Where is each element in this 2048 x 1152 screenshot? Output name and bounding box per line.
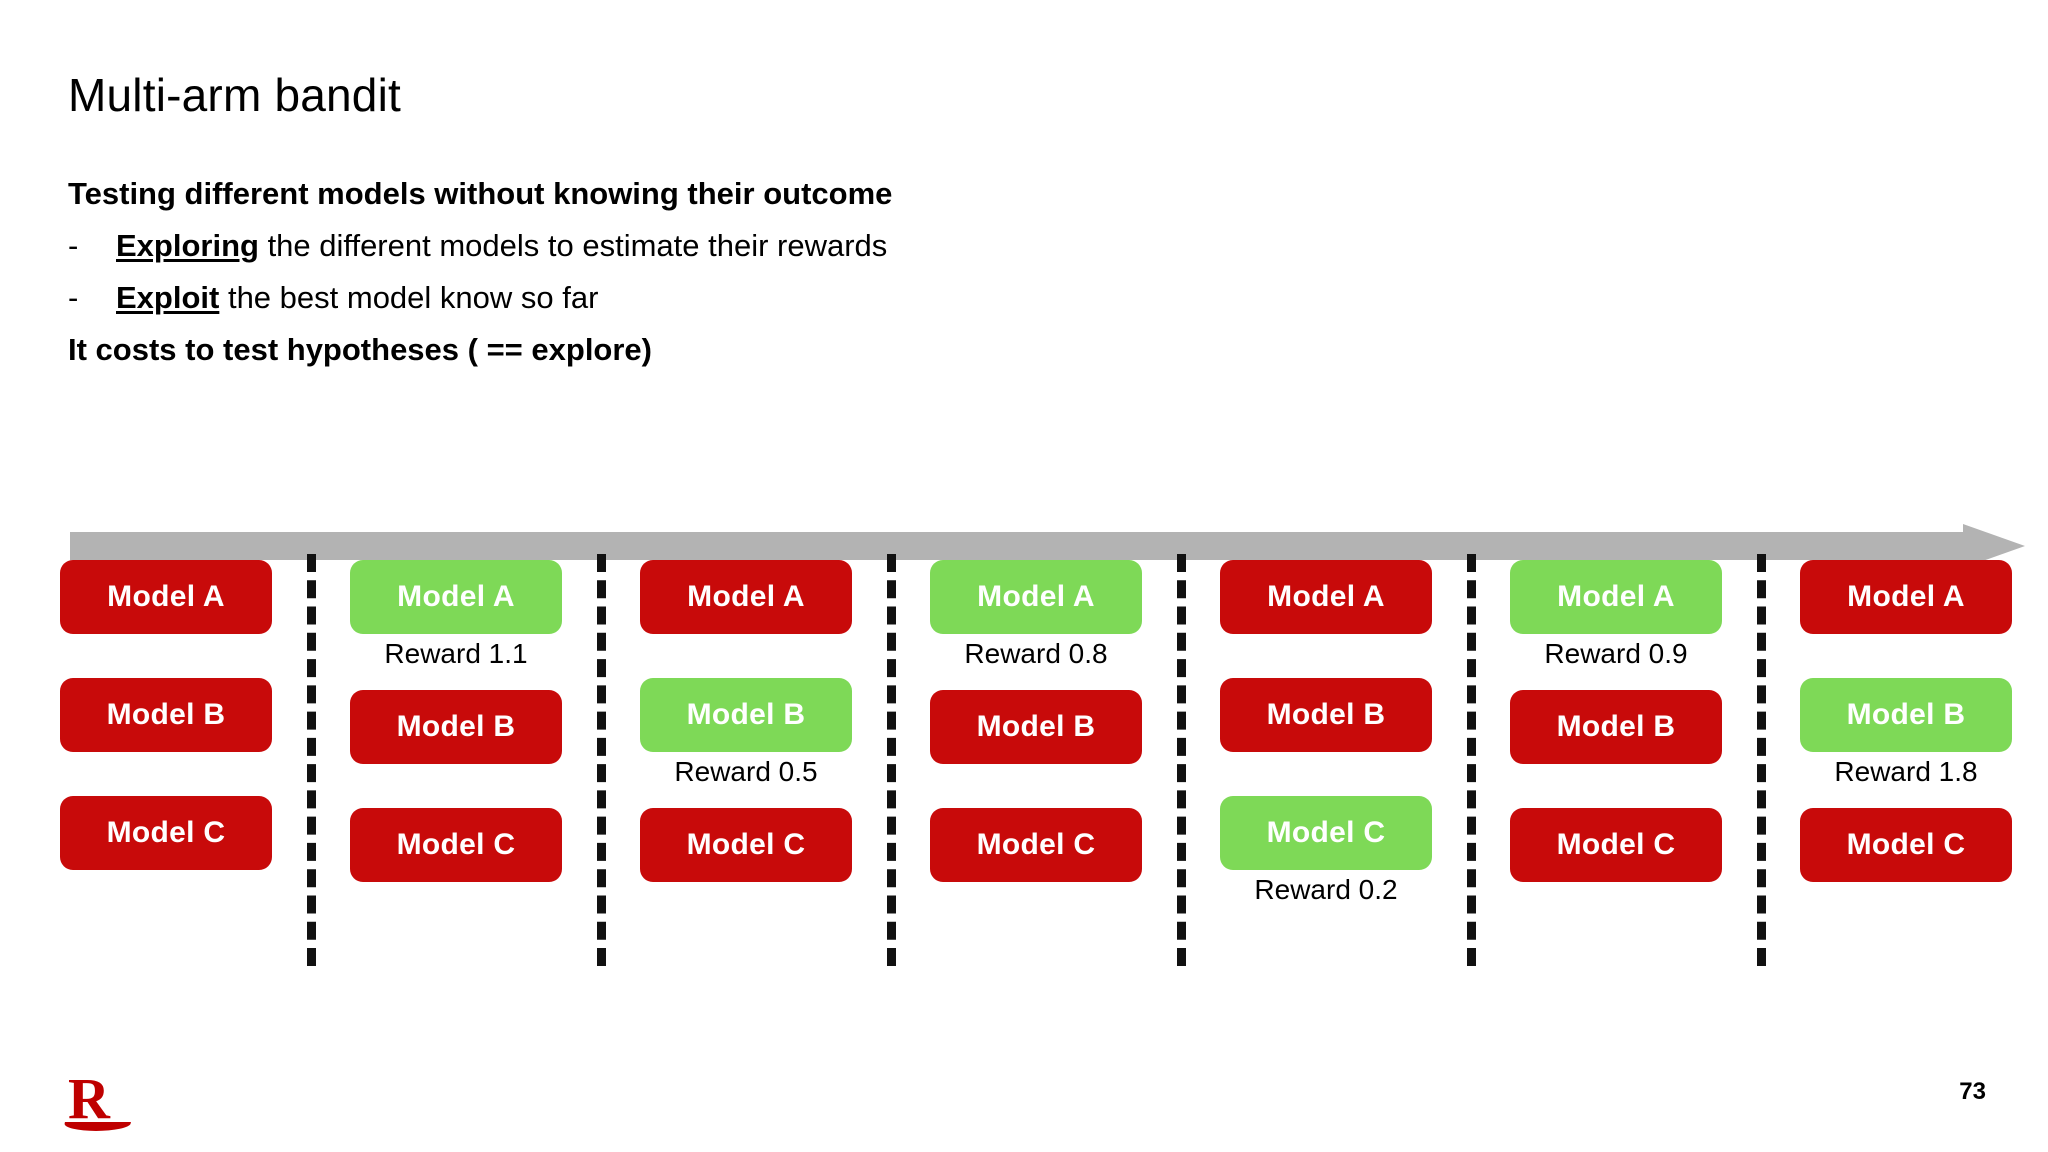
- model-slot: Model C Reward 0.2: [1220, 796, 1432, 914]
- model-slot: Model A: [1220, 560, 1432, 678]
- model-box-model-a[interactable]: Model A: [640, 560, 852, 634]
- bullet-keyword-exploit: Exploit: [116, 280, 220, 315]
- model-box-model-a[interactable]: Model A: [930, 560, 1142, 634]
- model-box-model-a[interactable]: Model A: [350, 560, 562, 634]
- model-box-model-c[interactable]: Model C: [350, 808, 562, 882]
- model-box-model-c[interactable]: Model C: [60, 796, 272, 870]
- page-number: 73: [1959, 1078, 1986, 1105]
- bullet-marker: -: [68, 228, 79, 263]
- bullet-rest-exploit: the best model know so far: [219, 280, 599, 315]
- body-text-block: Testing different models without knowing…: [68, 178, 1468, 386]
- model-slot: Model C: [1510, 796, 1722, 914]
- model-slot: Model C: [640, 796, 852, 914]
- step-divider: [307, 554, 316, 966]
- timeline-step-5: Model A Model B Model C Reward 0.2: [1220, 560, 1432, 914]
- footnote-text: It costs to test hypotheses ( == explore…: [68, 332, 652, 367]
- model-slot: Model B: [930, 678, 1142, 796]
- model-slot: Model A Reward 0.9: [1510, 560, 1722, 678]
- model-box-model-b[interactable]: Model B: [1220, 678, 1432, 752]
- model-box-model-b[interactable]: Model B: [60, 678, 272, 752]
- reward-label: Reward 1.8: [1834, 756, 1978, 787]
- timeline-step-1: Model A Model B Model C: [60, 560, 272, 914]
- model-slot: Model B: [350, 678, 562, 796]
- step-divider: [887, 554, 896, 966]
- step-divider: [597, 554, 606, 966]
- model-box-model-c[interactable]: Model C: [1220, 796, 1432, 870]
- model-box-model-b[interactable]: Model B: [1800, 678, 2012, 752]
- model-box-model-b[interactable]: Model B: [1510, 690, 1722, 764]
- model-slot: Model B: [1510, 678, 1722, 796]
- model-box-model-c[interactable]: Model C: [930, 808, 1142, 882]
- model-slot: Model B Reward 1.8: [1800, 678, 2012, 796]
- model-slot: Model A: [60, 560, 272, 678]
- headline-text: Testing different models without knowing…: [68, 176, 893, 211]
- model-box-model-c[interactable]: Model C: [640, 808, 852, 882]
- model-box-model-a[interactable]: Model A: [60, 560, 272, 634]
- model-slot: Model A: [640, 560, 852, 678]
- step-divider: [1177, 554, 1186, 966]
- model-box-model-a[interactable]: Model A: [1510, 560, 1722, 634]
- model-slot: Model C: [1800, 796, 2012, 914]
- rakuten-logo: R: [63, 1066, 138, 1132]
- reward-label: Reward 0.5: [674, 756, 818, 787]
- timeline-arrow: [70, 524, 2025, 568]
- arrow-shaft: [70, 532, 1965, 560]
- bullet-keyword-exploring: Exploring: [116, 228, 259, 263]
- model-slot: Model C: [930, 796, 1142, 914]
- model-slot: Model A: [1800, 560, 2012, 678]
- model-slot: Model B Reward 0.5: [640, 678, 852, 796]
- model-box-model-a[interactable]: Model A: [1800, 560, 2012, 634]
- model-box-model-a[interactable]: Model A: [1220, 560, 1432, 634]
- model-box-model-b[interactable]: Model B: [930, 690, 1142, 764]
- model-slot: Model B: [1220, 678, 1432, 796]
- logo-letter: R: [68, 1066, 110, 1131]
- model-box-model-b[interactable]: Model B: [350, 690, 562, 764]
- bullet-marker: -: [68, 280, 79, 315]
- reward-label: Reward 0.8: [964, 638, 1108, 669]
- model-slot: Model A Reward 1.1: [350, 560, 562, 678]
- model-box-model-b[interactable]: Model B: [640, 678, 852, 752]
- page-title: Multi-arm bandit: [68, 69, 401, 121]
- step-divider: [1467, 554, 1476, 966]
- reward-label: Reward 0.2: [1254, 874, 1398, 905]
- model-slot: Model C: [350, 796, 562, 914]
- model-slot: Model A Reward 0.8: [930, 560, 1142, 678]
- bullet-item-exploit: - Exploit the best model know so far: [68, 282, 1468, 313]
- model-slot: Model C: [60, 796, 272, 914]
- step-divider: [1757, 554, 1766, 966]
- model-slot: Model B: [60, 678, 272, 796]
- model-box-model-c[interactable]: Model C: [1800, 808, 2012, 882]
- bullet-rest-exploring: the different models to estimate their r…: [258, 228, 888, 263]
- model-box-model-c[interactable]: Model C: [1510, 808, 1722, 882]
- reward-label: Reward 0.9: [1544, 638, 1688, 669]
- reward-label: Reward 1.1: [384, 638, 528, 669]
- bullet-item-exploring: - Exploring the different models to esti…: [68, 230, 1468, 261]
